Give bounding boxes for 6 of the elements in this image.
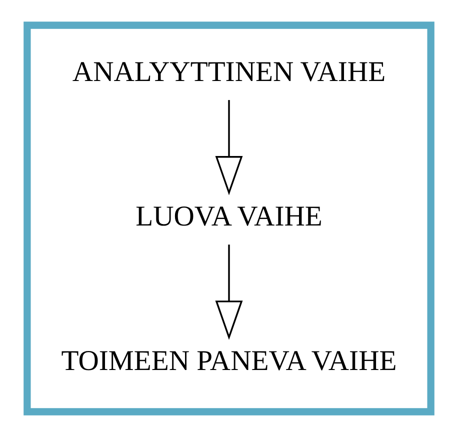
arrow bbox=[214, 244, 242, 340]
node-text: ANALYYTTINEN VAIHE bbox=[72, 56, 386, 88]
node-text: LUOVA VAIHE bbox=[135, 200, 322, 233]
arrow bbox=[214, 100, 242, 196]
cluster bbox=[23, 22, 434, 416]
node-text: TOIMEEN PANEVA VAIHE bbox=[60, 345, 396, 378]
